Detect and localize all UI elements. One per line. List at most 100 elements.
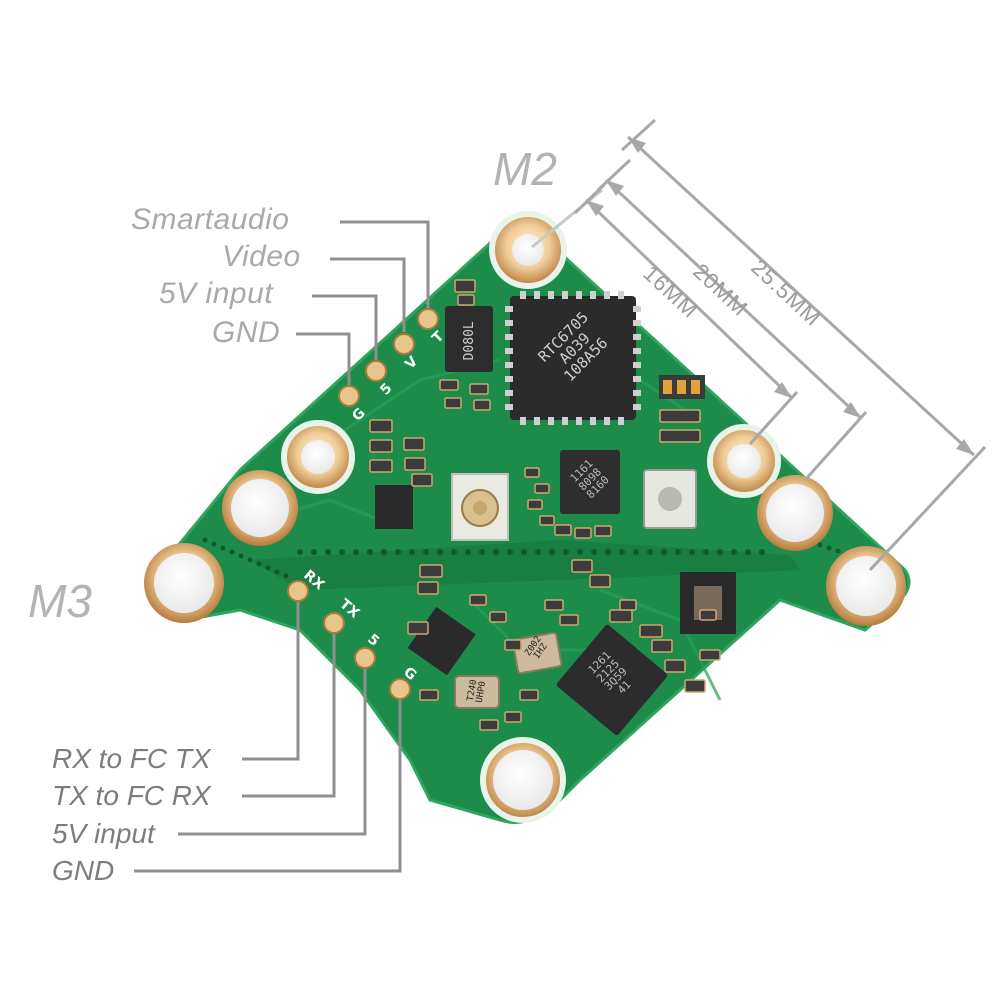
pad-label-gnd-bottom: GND	[52, 855, 115, 886]
smd-part	[554, 524, 572, 536]
via	[325, 549, 331, 555]
via	[647, 549, 653, 555]
pad-label-tx: TX to FC RX	[52, 780, 211, 811]
ic-pin	[633, 306, 641, 312]
m3-label: M3	[28, 575, 92, 627]
smd-part	[544, 599, 564, 611]
via	[633, 549, 639, 555]
smd-part	[411, 473, 433, 487]
bottom-callout-lines	[134, 602, 402, 873]
via	[409, 549, 415, 555]
lower-ic	[556, 624, 668, 736]
via	[353, 549, 359, 555]
via	[256, 561, 262, 567]
via	[238, 553, 244, 559]
smd-part	[527, 499, 543, 510]
pad-label-5v-input-bottom: 5V input	[52, 818, 155, 849]
secondary-ic	[560, 450, 620, 514]
ic-pin	[633, 390, 641, 396]
ufl-connector	[451, 473, 509, 541]
ic-pin	[505, 348, 513, 354]
smd-part	[684, 679, 706, 693]
smd-part	[407, 621, 429, 635]
pad-label-smartaudio: Smartaudio	[131, 203, 290, 236]
ic-pin	[534, 291, 540, 299]
via	[591, 549, 597, 555]
crystal	[512, 631, 563, 675]
smd-part	[404, 457, 426, 471]
via	[745, 549, 751, 555]
ic-pin	[633, 404, 641, 410]
ic-pin	[576, 291, 582, 299]
via	[703, 549, 709, 555]
regulator-marking: D080L	[462, 321, 478, 361]
smd-part	[651, 639, 673, 653]
via	[265, 565, 271, 571]
via	[381, 549, 387, 555]
smd-part	[524, 467, 540, 478]
smd-part	[457, 294, 475, 306]
top-solder-pads	[338, 308, 439, 407]
ic-pin	[505, 376, 513, 382]
via	[220, 545, 226, 551]
top-callout-lines	[296, 220, 430, 385]
via	[229, 549, 235, 555]
smd-part	[479, 719, 499, 731]
via	[535, 549, 541, 555]
smd-part	[664, 659, 686, 673]
via	[211, 541, 217, 547]
ic-pin	[590, 417, 596, 425]
smd-part	[619, 599, 637, 611]
smd-part	[469, 383, 489, 395]
regulator-chip	[445, 306, 493, 372]
smd-part	[639, 624, 663, 638]
ic-pin	[633, 348, 641, 354]
smd-part	[439, 379, 459, 391]
ic-pin	[505, 334, 513, 340]
left-regulator	[375, 485, 413, 529]
smd-part	[473, 399, 491, 411]
via	[759, 549, 765, 555]
via	[465, 549, 471, 555]
via	[689, 549, 695, 555]
ic-pin	[633, 320, 641, 326]
ic-pin	[548, 417, 554, 425]
via	[451, 549, 457, 555]
capacitor	[454, 675, 500, 709]
ic-pin	[520, 417, 526, 425]
m2-label: M2	[493, 143, 557, 195]
via	[563, 549, 569, 555]
via	[605, 549, 611, 555]
ic-pin	[604, 417, 610, 425]
dimension-arrows	[586, 137, 974, 455]
smd-part	[454, 279, 476, 293]
ic-pin	[505, 362, 513, 368]
smd-part	[574, 527, 592, 539]
ic-pin	[618, 417, 624, 425]
ic-pin	[505, 404, 513, 410]
via	[297, 549, 303, 555]
ic-pin	[562, 291, 568, 299]
smd-part	[559, 614, 579, 626]
via	[367, 549, 373, 555]
pad-label-5v-input-top: 5V input	[159, 277, 274, 310]
ic-pin	[576, 417, 582, 425]
status-leds	[659, 375, 705, 399]
smd-part	[609, 609, 633, 623]
via	[437, 549, 443, 555]
via	[835, 548, 841, 554]
ic-pin	[618, 291, 624, 299]
smd-part	[589, 574, 611, 588]
via	[549, 549, 555, 555]
smd-part	[417, 581, 439, 595]
ic-pin	[505, 320, 513, 326]
ic-pin	[548, 291, 554, 299]
via	[493, 549, 499, 555]
via	[423, 549, 429, 555]
ic-pin	[633, 362, 641, 368]
smd-part	[419, 564, 443, 578]
via	[247, 557, 253, 563]
smd-part	[369, 439, 393, 453]
